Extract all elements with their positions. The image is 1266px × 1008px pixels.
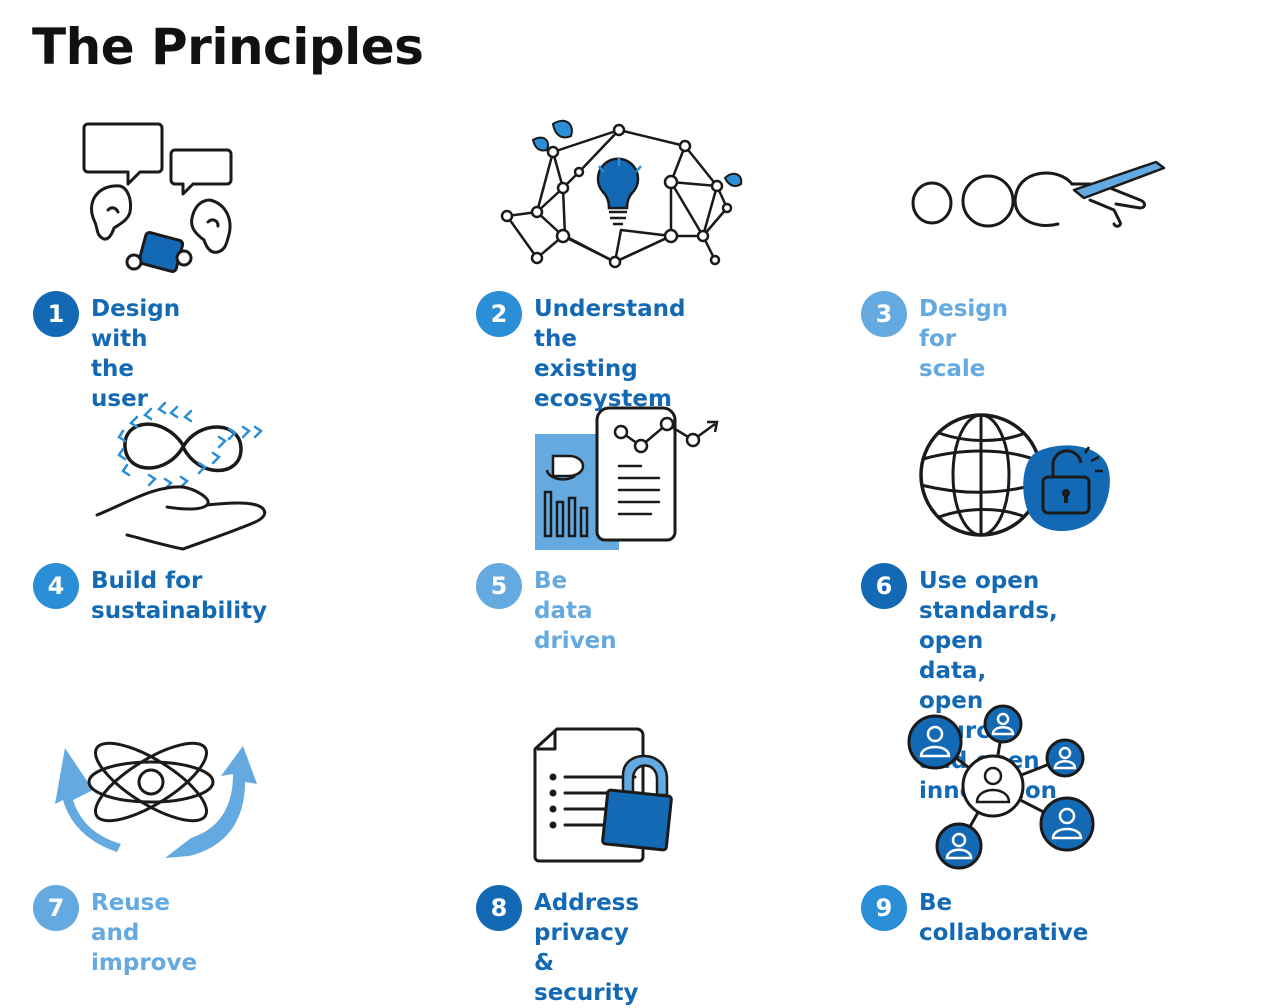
principle-label-row: 2 Understand the existing ecosystem xyxy=(476,291,686,414)
number-badge: 2 xyxy=(476,291,522,337)
principle-title: Understand the existing ecosystem xyxy=(534,296,686,412)
number-badge: 7 xyxy=(33,885,79,931)
number-badge: 9 xyxy=(861,885,907,931)
lightbulb-network-icon xyxy=(500,119,743,269)
people-network-icon xyxy=(907,704,1095,870)
principle-title: Address privacy & security xyxy=(534,890,640,1006)
principle-label-row: 4 Build for sustainability xyxy=(33,563,267,626)
document-lock-icon xyxy=(533,727,673,863)
infinity-hand-icon xyxy=(95,401,267,551)
principle-title: Reuse and improve xyxy=(91,890,198,976)
principle-label-row: 1 Design with the user xyxy=(33,291,180,414)
principle-title: Build for sustainability xyxy=(91,568,268,624)
principle-label-row: 8 Address privacy & security xyxy=(476,885,639,1008)
principle-label-row: 3 Design for scale xyxy=(861,291,1008,384)
principle-title: Be collaborative xyxy=(919,890,1089,946)
principle-title: Be data driven xyxy=(534,568,617,654)
principle-label-row: 7 Reuse and improve xyxy=(33,885,197,978)
user-dialogue-icon xyxy=(82,122,233,273)
number-badge: 8 xyxy=(476,885,522,931)
data-report-icon xyxy=(535,406,719,550)
page-title: The Principles xyxy=(32,18,424,76)
number-badge: 5 xyxy=(476,563,522,609)
number-badge: 4 xyxy=(33,563,79,609)
principle-title: Design for scale xyxy=(919,296,1009,382)
principle-label-row: 5 Be data driven xyxy=(476,563,617,656)
principle-label-row: 9 Be collaborative xyxy=(861,885,1088,948)
atom-arrows-icon xyxy=(55,741,257,858)
number-badge: 3 xyxy=(861,291,907,337)
principle-title: Design with the user xyxy=(91,296,181,412)
number-badge: 6 xyxy=(861,563,907,609)
globe-lock-icon xyxy=(919,413,1110,537)
scale-circles-icon xyxy=(911,160,1166,228)
number-badge: 1 xyxy=(33,291,79,337)
